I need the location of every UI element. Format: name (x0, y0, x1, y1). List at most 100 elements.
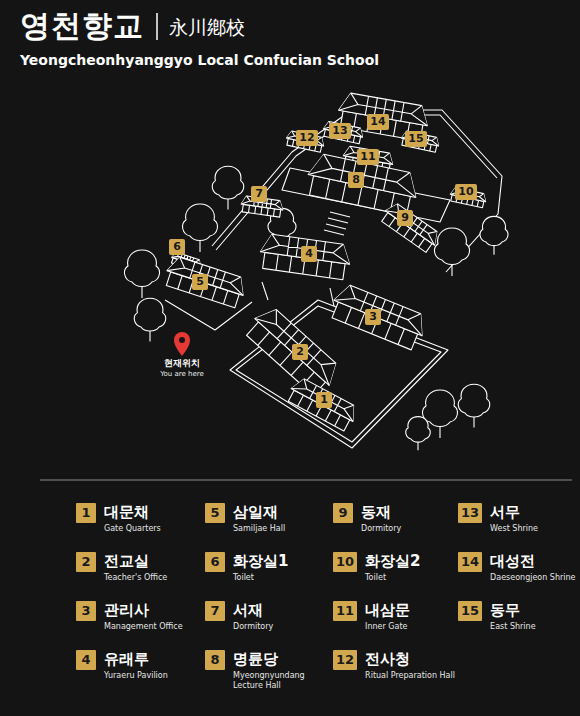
legend-entry: 9 동재 Dormitory (333, 503, 401, 534)
map-title: 영천향교 (20, 9, 144, 42)
callout-number-text: 4 (304, 246, 314, 262)
legend-number: 10 (333, 552, 357, 572)
legend-entry: 7 서재 Dormitory (205, 601, 273, 632)
legend-english-name: Toilet (233, 573, 288, 583)
callout-number: 14 (367, 114, 388, 130)
illustration-lines (125, 92, 508, 451)
legend-english-name: Inner Gate (365, 622, 410, 632)
tree (212, 166, 243, 209)
legend-korean-name: 전교실 (104, 552, 167, 571)
callout-number: 13 (329, 123, 350, 139)
legend-text-column: 화장실2Toilet (365, 552, 420, 583)
legend-text-column: 대문채 Gate Quarters (104, 503, 161, 534)
legend-korean-name: 화장실1 (233, 552, 288, 571)
title-hanja: 永川鄕校 (169, 17, 245, 38)
legend-number: 15 (458, 601, 482, 621)
building (322, 121, 364, 145)
building (243, 303, 343, 399)
legend-number: 9 (333, 503, 353, 523)
legend-english-name: Samiljae Hall (233, 524, 285, 534)
callout-number-text: 8 (351, 172, 361, 188)
legend-entry: 14 대성전 Daeseongjeon Shrine (458, 552, 576, 583)
building (285, 130, 325, 152)
legend-korean-name: 서무 (490, 503, 538, 522)
legend-text-column: 명륜당 Myeongnyundang Lecture Hall (233, 650, 328, 691)
legend-text-column: 전교실Teacher's Office (104, 552, 167, 583)
callout-number: 10 (455, 184, 476, 200)
legend-text-column: 서재 Dormitory (233, 601, 273, 632)
legend-english-name: Ritual Preparation Hall (365, 671, 455, 681)
callout-number: 8 (348, 172, 364, 188)
legend-number: 14 (458, 552, 482, 572)
legend-text-column: 대성전 Daeseongjeon Shrine (490, 552, 575, 583)
legend-number: 5 (205, 503, 225, 523)
callout-number: 4 (301, 246, 317, 262)
callout-number-text: 13 (332, 123, 347, 139)
legend-entry: 11내삼문Inner Gate (333, 601, 410, 632)
legend-entry: 5 삼일재 Samiljae Hall (205, 503, 285, 534)
legend-text-column: 서무West Shrine (490, 503, 538, 534)
legend-english-name: East Shrine (490, 622, 535, 632)
legend-text-column: 관리사Management Office (104, 601, 183, 632)
callout-number-text: 14 (370, 114, 385, 130)
legend-english-name: Myeongnyundang Lecture Hall (233, 671, 328, 691)
legend-korean-name: 삼일재 (233, 503, 285, 522)
callout-number-text: 10 (458, 184, 473, 200)
tree (183, 204, 218, 252)
legend-korean-name: 대문채 (104, 503, 161, 522)
building (328, 282, 430, 352)
legend-english-name: Dormitory (361, 524, 401, 534)
building (379, 200, 442, 254)
callout-number-text: 2 (295, 344, 305, 360)
callout-number-text: 12 (299, 130, 314, 146)
callout-number-text: 9 (400, 210, 410, 226)
tree (134, 298, 165, 341)
stairs (324, 212, 350, 235)
location-marker-label: 현재위치 (164, 359, 200, 369)
callout-number: 11 (357, 149, 378, 165)
legend-korean-name: 동무 (490, 601, 535, 620)
legend-korean-name: 전사청 (365, 650, 455, 669)
callout-number: 9 (397, 210, 413, 226)
callout-number-text: 15 (408, 131, 423, 147)
callout-number-text: 3 (368, 309, 378, 325)
callout-number: 6 (169, 239, 185, 255)
title-separator (156, 13, 158, 40)
legend-number: 2 (76, 552, 96, 572)
legend-number: 7 (205, 601, 225, 621)
legend-english-name: Dormitory (233, 622, 273, 632)
building (258, 233, 352, 280)
legend-entry: 8 명륜당 Myeongnyundang Lecture Hall (205, 650, 328, 691)
tree (458, 384, 489, 427)
legend-number: 8 (205, 650, 225, 670)
legend-entry: 2 전교실Teacher's Office (76, 552, 167, 583)
legend-korean-name: 서재 (233, 601, 273, 620)
callout-number-text: 1 (319, 392, 329, 408)
legend-entry: 6화장실1Toilet (205, 552, 288, 583)
building (163, 255, 249, 309)
location-pin-dot (179, 337, 185, 343)
legend-entry: 10 화장실2Toilet (333, 552, 421, 583)
legend-number: 4 (76, 650, 96, 670)
tree (125, 250, 160, 298)
legend-english-name: Daeseongjeon Shrine (490, 573, 575, 583)
legend-korean-name: 화장실2 (365, 552, 420, 571)
callout-number: 7 (251, 186, 267, 202)
legend-number: 11 (333, 601, 357, 621)
legend-number: 3 (76, 601, 96, 621)
legend-text-column: 화장실1Toilet (233, 552, 288, 583)
callout-number: 2 (292, 344, 308, 360)
callout-number: 5 (192, 274, 208, 290)
subtitle: Yeongcheonhyanggyo Local Confucian Schoo… (20, 52, 379, 69)
legend-number: 1 (76, 503, 96, 523)
legend-korean-name: 동재 (361, 503, 401, 522)
legend-korean-name: 명륜당 (233, 650, 328, 669)
callout-number: 15 (405, 131, 426, 147)
callout-number-text: 6 (172, 239, 182, 255)
legend-english-name: Gate Quarters (104, 524, 161, 534)
callout-number-text: 11 (360, 149, 375, 165)
legend-korean-name: 대성전 (490, 552, 575, 571)
legend-text-column: 유래루Yuraeru Pavilion (104, 650, 168, 681)
legend-entry: 1 대문채 Gate Quarters (76, 503, 161, 534)
